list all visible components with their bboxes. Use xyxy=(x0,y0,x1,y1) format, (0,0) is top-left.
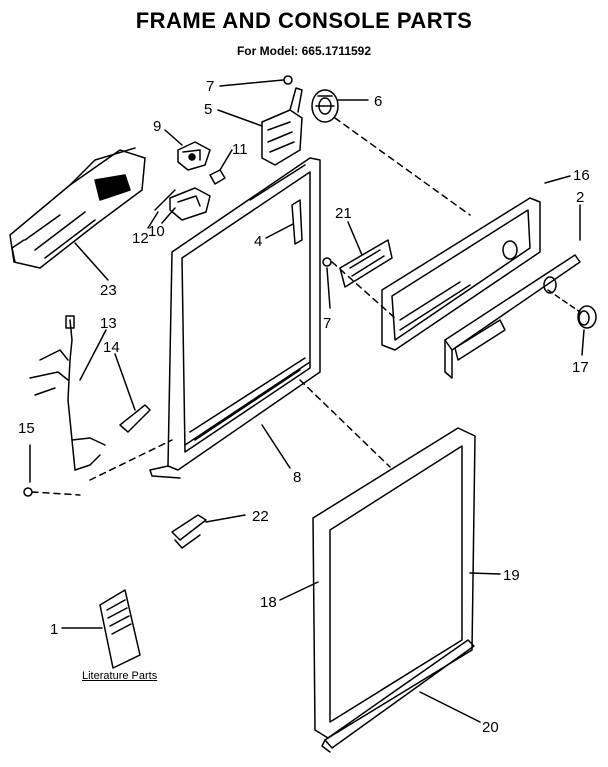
part-19-door-panel xyxy=(312,427,476,739)
leader-7-top xyxy=(219,79,284,87)
leader-18 xyxy=(279,581,319,601)
part-6-timer-knob xyxy=(311,89,339,123)
callout-7-top: 7 xyxy=(206,78,214,95)
part-7-screw-mid xyxy=(322,257,332,267)
part-1-literature xyxy=(99,589,141,669)
part-11-clip xyxy=(209,169,226,185)
leader-12 xyxy=(147,211,159,229)
part-5-control-switch xyxy=(261,87,303,166)
callout-22: 22 xyxy=(252,508,269,525)
leader-14 xyxy=(114,353,136,411)
part-23-latch-housing xyxy=(9,147,146,269)
callout-18: 18 xyxy=(260,594,277,611)
model-subtitle: For Model: 665.1711592 xyxy=(236,44,372,58)
alignment-line-7 xyxy=(331,261,396,319)
leader-21 xyxy=(347,221,363,256)
leader-16 xyxy=(544,175,571,184)
callout-10: 10 xyxy=(148,223,165,240)
alignment-line-15 xyxy=(31,439,173,496)
callout-20: 20 xyxy=(482,719,499,736)
part-16-console-panel xyxy=(381,197,541,351)
part-13-wire-harness xyxy=(29,315,106,471)
part-21-module xyxy=(339,239,393,288)
part-4-frame-bracket xyxy=(291,199,303,245)
callout-15: 15 xyxy=(18,420,35,437)
callout-12: 12 xyxy=(132,230,149,247)
leader-17 xyxy=(581,329,585,356)
part-17-knob xyxy=(577,305,597,329)
leader-19 xyxy=(469,572,501,575)
diagram-title: FRAME AND CONSOLE PARTS xyxy=(135,8,473,33)
callout-17: 17 xyxy=(572,359,589,376)
alignment-line-6 xyxy=(334,117,471,216)
callout-14: 14 xyxy=(103,339,120,356)
alignment-line-door xyxy=(299,379,391,468)
callout-8: 8 xyxy=(293,469,301,486)
part-10-bracket xyxy=(169,187,211,221)
leader-4 xyxy=(265,223,294,239)
callout-4: 4 xyxy=(254,233,262,250)
leader-5 xyxy=(217,109,263,127)
callout-2: 2 xyxy=(576,189,584,206)
callout-23: 23 xyxy=(100,282,117,299)
leader-13 xyxy=(79,329,107,381)
callout-13: 13 xyxy=(100,315,117,332)
callout-16: 16 xyxy=(573,167,590,184)
callout-21: 21 xyxy=(335,205,352,222)
callout-6: 6 xyxy=(374,93,382,110)
part-12-pin xyxy=(154,189,176,211)
part-7-screw-top xyxy=(283,75,293,85)
part-8-door-frame xyxy=(149,157,321,479)
part-20-bottom-trim xyxy=(321,639,475,753)
part-9-switch xyxy=(177,141,211,171)
callout-19: 19 xyxy=(503,567,520,584)
leader-10 xyxy=(161,207,176,224)
callout-11: 11 xyxy=(232,141,248,158)
part-14-connector xyxy=(119,404,151,433)
callout-7-mid: 7 xyxy=(323,315,331,332)
leader-22 xyxy=(205,514,246,523)
leader-23 xyxy=(74,242,109,281)
leader-8 xyxy=(261,424,291,469)
leader-9 xyxy=(164,129,183,146)
part-2-console-overlay xyxy=(444,254,581,379)
leader-20 xyxy=(419,691,481,723)
callout-1: 1 xyxy=(50,621,58,638)
part-22-clip xyxy=(171,514,207,549)
callout-5: 5 xyxy=(204,101,212,118)
leader-7-mid xyxy=(326,267,331,309)
part-15-screw xyxy=(23,487,33,497)
literature-parts-label: Literature Parts xyxy=(82,670,158,682)
leader-11 xyxy=(219,149,233,171)
alignment-line-17 xyxy=(547,289,581,313)
callout-9: 9 xyxy=(153,118,161,135)
